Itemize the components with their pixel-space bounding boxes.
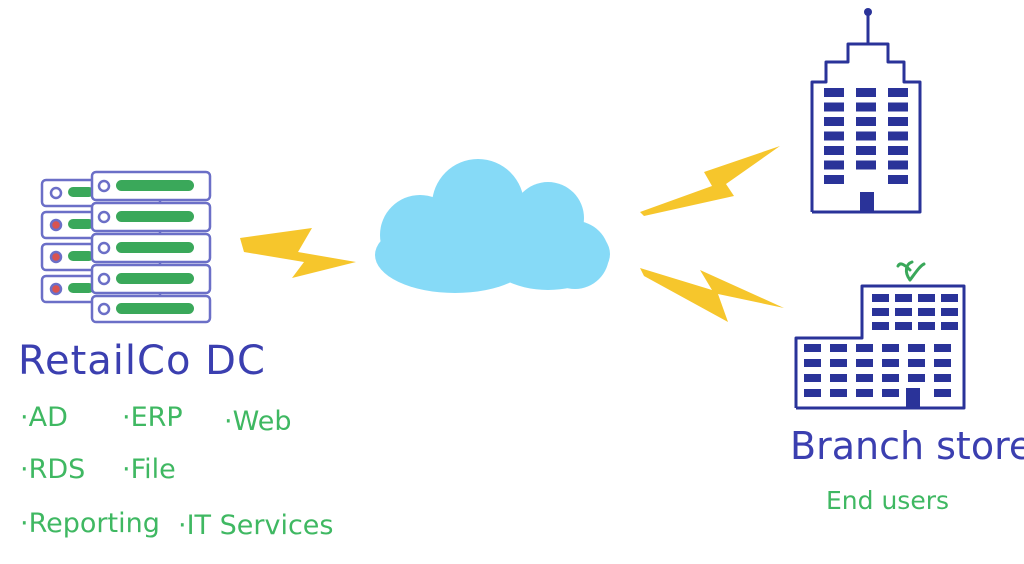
building-window [856,344,873,352]
building-window [824,131,844,141]
building-window [941,308,958,316]
building-window [804,389,821,397]
building-window [824,88,844,97]
building-window [895,308,912,316]
lightning-bolt-icon-dc-link [240,228,356,278]
cloud-icon [375,159,610,293]
building-window [882,359,899,367]
service-item: ·File [122,454,176,485]
building-window [856,146,876,155]
building-window [918,294,935,302]
building-window [908,344,925,352]
branch-windows [804,294,958,397]
service-item: ·AD [20,402,68,433]
building-window [895,294,912,302]
building-window [888,175,908,184]
building-window [856,117,876,126]
branch-store-building-icon [794,260,966,410]
building-window [872,308,889,316]
building-window [804,359,821,367]
building-window [908,359,925,367]
building-window [895,322,912,330]
building-window [824,102,844,112]
building-window [918,322,935,330]
building-window [941,294,958,302]
building-window [934,389,951,397]
building-window [830,374,847,382]
building-window [934,359,951,367]
building-window [882,389,899,397]
service-item: ·IT Services [178,510,334,541]
building-window [872,294,889,302]
building-window [824,160,844,170]
building-window [824,146,844,155]
branch-subtitle: End users [826,486,950,515]
building-window [804,374,821,382]
building-window [888,146,908,155]
building-window [888,131,908,141]
service-item: ·RDS [20,454,86,485]
building-window [872,322,889,330]
building-window [856,160,876,170]
office-building-icon [810,8,922,214]
office-windows [824,88,908,184]
building-window [934,374,951,382]
lightning-bolt-icon-office-link [640,146,780,216]
service-item: ·ERP [122,402,183,433]
building-window [824,117,844,126]
server-front-stack [90,170,212,324]
datacenter-title: RetailCo DC [18,338,266,384]
building-window [888,88,908,97]
building-window [908,374,925,382]
building-window [888,102,908,112]
building-window [856,131,876,141]
service-item: ·Web [224,406,292,437]
building-window [882,374,899,382]
lightning-bolt-icon-branch-link [640,268,784,322]
building-window [856,374,873,382]
building-window [804,344,821,352]
service-item: ·Reporting [20,508,160,539]
building-window [856,389,873,397]
building-window [830,389,847,397]
building-window [856,359,873,367]
building-window [941,322,958,330]
building-window [918,308,935,316]
building-window [856,102,876,112]
server-rack-icon [40,170,212,324]
building-window [830,359,847,367]
building-window [934,344,951,352]
building-window [888,117,908,126]
building-window [882,344,899,352]
building-window [856,88,876,97]
building-window [888,160,908,170]
building-window [830,344,847,352]
branch-title: Branch store [790,424,1024,468]
building-window [824,175,844,184]
